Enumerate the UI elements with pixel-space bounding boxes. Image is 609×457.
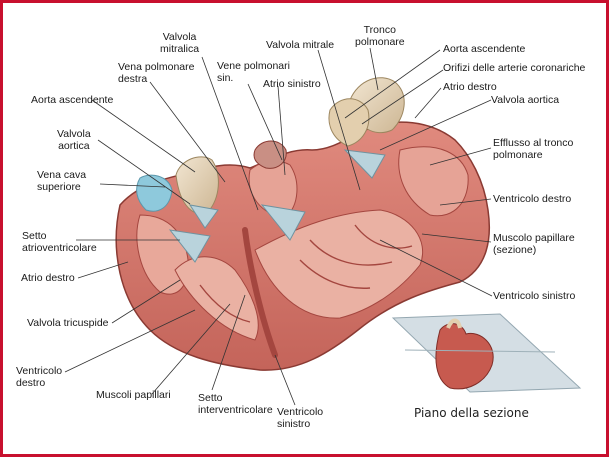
label-valvola-aortica-right: Valvola aortica [491,94,560,106]
section-plane-inset [391,313,582,393]
superior-vena-cava [136,174,173,212]
label-atrio-destro-right: Atrio destro [443,81,497,93]
aorta-right-section [328,98,370,147]
mitral-valve [260,204,306,241]
label-vena-cava-superiore: Vena cava superiore [37,169,87,193]
right-outflow-cavity [398,146,469,217]
ascending-aorta [175,156,219,215]
label-vene-polmonari-sin: Vene polmonari sin. [217,60,290,84]
aortic-valve-right [343,149,386,179]
interventricular-septum [242,227,278,358]
label-setto-atrioventricolare: Setto atrioventricolare [22,230,97,254]
aortic-valve-left [188,204,219,229]
label-efflusso-tronco-polmonare: Efflusso al tronco polmonare [493,137,574,161]
left-ventricle-cavity [254,209,424,319]
label-valvola-mitralica: Valvola mitralica [160,31,200,55]
right-ventricle-cavity [174,256,259,341]
label-atrio-destro-left: Atrio destro [21,272,75,284]
label-ventricolo-sinistro-right: Ventricolo sinistro [493,290,576,302]
label-valvola-mitrale: Valvola mitrale [266,39,335,51]
label-aorta-ascendente-right: Aorta ascendente [443,43,526,55]
label-setto-interventricolare: Setto interventricolare [198,392,273,416]
label-muscoli-papillari: Muscoli papillari [96,389,171,401]
label-ventricolo-destro-right: Ventricolo destro [493,193,572,205]
pulmonary-veins [253,140,287,169]
label-vena-polmonare-destra: Vena polmonare destra [118,61,195,85]
label-muscolo-papillare-sezione: Muscolo papillare (sezione) [493,232,575,256]
label-tronco-polmonare: Tronco polmonare [355,24,405,48]
label-ventricolo-destro-bottom: Ventricolo destro [16,365,63,389]
tricuspid-valve [168,229,211,263]
label-valvola-aortica-left: Valvola aortica [57,128,91,152]
label-valvola-tricuspide: Valvola tricuspide [27,317,109,329]
label-aorta-ascendente-left: Aorta ascendente [31,94,114,106]
trabeculae [199,224,413,323]
leader-lines [64,47,493,406]
label-ventricolo-sinistro-bottom: Ventricolo sinistro [277,406,324,430]
label-orifizi-arterie-coronariche: Orifizi delle arterie coronariche [443,62,586,74]
valve-leaflets [168,149,386,263]
label-atrio-sinistro: Atrio sinistro [263,78,321,90]
section-plane-caption: Piano della sezione [414,406,529,420]
